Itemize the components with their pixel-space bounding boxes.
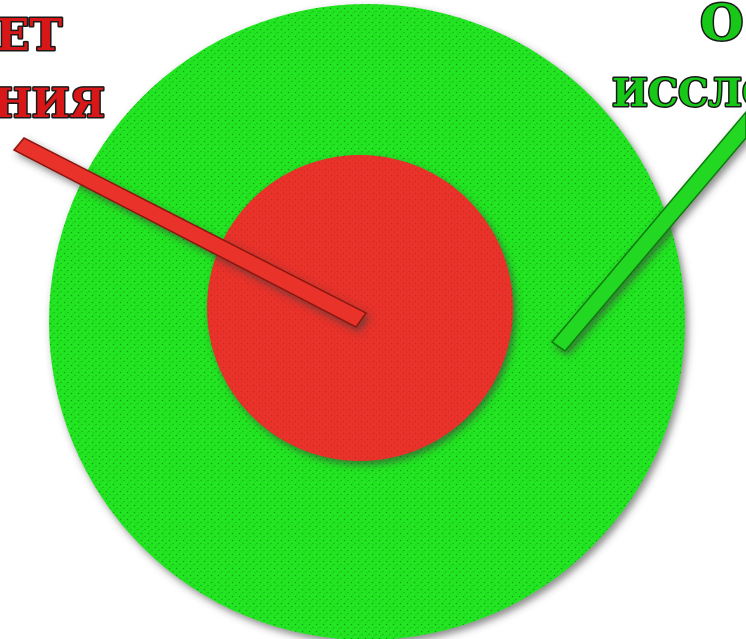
right-label-line1: О bbox=[700, 0, 744, 52]
left-label-line1: ЕТ bbox=[0, 10, 63, 61]
left-label-line2: НИЯ bbox=[0, 80, 105, 127]
inner-circle bbox=[207, 155, 513, 461]
right-label-line2: ИССЛО bbox=[612, 70, 746, 115]
